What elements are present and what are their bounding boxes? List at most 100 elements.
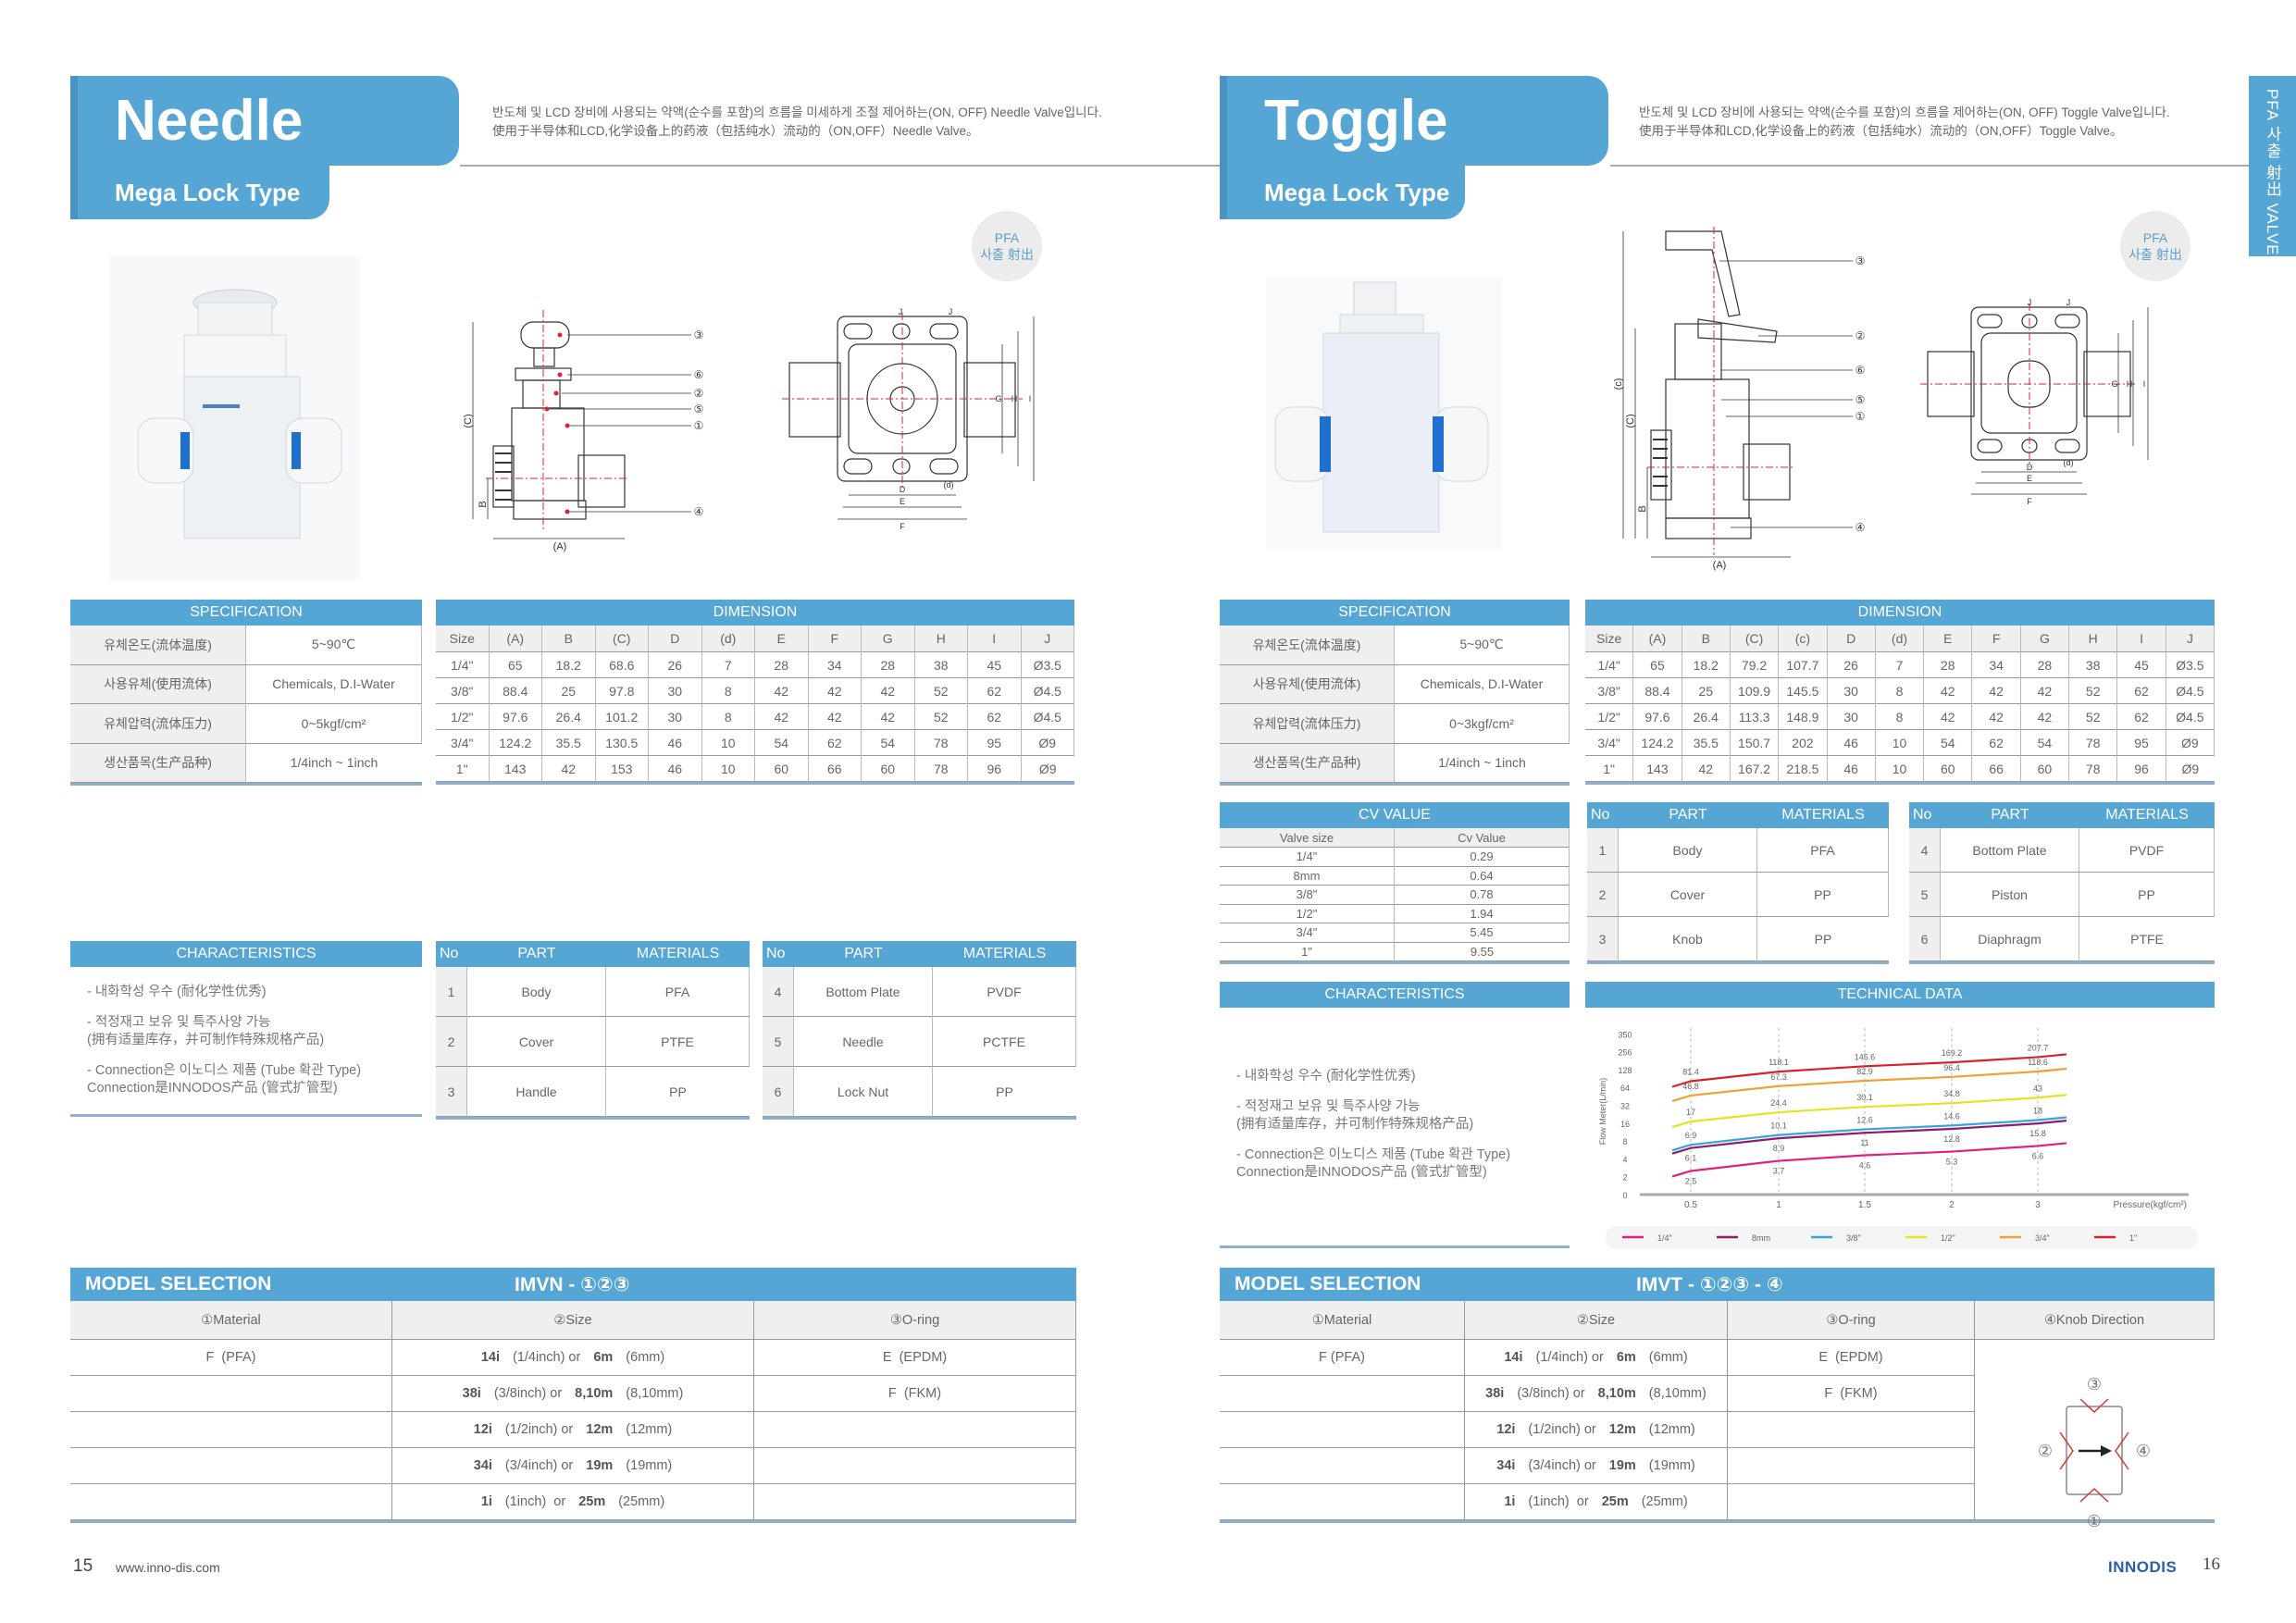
callout-3: ③	[1855, 254, 1866, 267]
dim-G: G	[2111, 379, 2117, 389]
spec-label: 유체압력(流体压力)	[1220, 704, 1395, 744]
dimension-cell: 62	[2117, 678, 2166, 704]
data-label: 207.7	[2028, 1043, 2049, 1052]
legend-label: 3/8"	[1846, 1233, 1861, 1243]
legend-label: 1/4"	[1657, 1233, 1672, 1243]
series-line	[1671, 1142, 2067, 1178]
data-label: 96.4	[1943, 1063, 1960, 1072]
dimension-header: J	[2166, 626, 2215, 652]
part-number: 1	[436, 967, 467, 1017]
size-mm-code: 8,10m	[1597, 1386, 1636, 1401]
dim-B: B	[478, 501, 489, 507]
size-code: 12i	[473, 1422, 492, 1437]
callout-5: ⑤	[1855, 393, 1866, 406]
dimension-cell: 218.5	[1779, 756, 1828, 782]
dimension-cell: 62	[968, 704, 1022, 730]
dimension-cell: 52	[914, 704, 968, 730]
series-line	[1671, 1067, 2067, 1102]
part-number: 1	[1587, 828, 1619, 873]
part-number: 5	[763, 1017, 794, 1067]
part-name: Piston	[1941, 873, 2079, 917]
badge-line1: PFA	[994, 230, 1020, 245]
dimension-header: E	[755, 626, 809, 652]
dimension-cell: 3/4"	[436, 730, 490, 756]
dimension-header: D	[649, 626, 702, 652]
parts-header: PART	[794, 941, 933, 967]
size-inch: (1inch) or	[1528, 1494, 1589, 1509]
dimension-header: Size	[1585, 626, 1634, 652]
size-code: 14i	[480, 1350, 500, 1365]
data-label: 14.6	[1943, 1111, 1960, 1121]
characteristic-item: - 적정재고 보유 및 특주사양 가능 (拥有适量库存，并可制作特殊规格产品)	[87, 1015, 325, 1047]
dimension-cell: 42	[1924, 704, 1973, 730]
model-column-header: ②Size	[392, 1301, 754, 1340]
dimension-cell: 1/2"	[436, 704, 490, 730]
data-label: 43	[2033, 1084, 2042, 1093]
dimension-cell: Ø9	[2166, 730, 2215, 756]
part-name: Knob	[1619, 917, 1757, 961]
x-tick-label: 3	[2035, 1200, 2041, 1210]
website-link[interactable]: www.inno-dis.com	[116, 1560, 220, 1575]
dimension-cell: 7	[1875, 652, 1925, 678]
dimension-header: H	[2069, 626, 2118, 652]
size-code: 38i	[462, 1386, 481, 1401]
dimension-cell: 62	[968, 678, 1022, 704]
model-material	[1220, 1412, 1465, 1448]
part-number: 4	[763, 967, 794, 1017]
dimension-cell: Ø3.5	[2166, 652, 2215, 678]
dim-J2: J	[2066, 298, 2071, 307]
cv-cell: 1/4"	[1220, 848, 1395, 867]
dimension-cell: 62	[2117, 704, 2166, 730]
cv-cell: 8mm	[1220, 866, 1395, 886]
dimension-cell: 1"	[1585, 756, 1634, 782]
dimension-cell: 30	[649, 678, 702, 704]
dimension-cell: 26	[1827, 652, 1876, 678]
model-oring	[754, 1412, 1076, 1448]
dimension-cell: 8	[1875, 704, 1925, 730]
model-column-header: ③O-ring	[754, 1301, 1076, 1340]
dimension-cell: 46	[1827, 730, 1876, 756]
dimension-cell: Ø4.5	[2166, 704, 2215, 730]
dimension-cell: 60	[755, 756, 809, 782]
data-label: 3.7	[1773, 1167, 1785, 1176]
page-subtitle: Mega Lock Type	[1220, 166, 1465, 219]
dimension-cell: 18.2	[1682, 652, 1731, 678]
dim-c: (c)	[1613, 378, 1624, 390]
series-line	[1671, 1116, 2067, 1152]
part-material: PP	[1757, 917, 1889, 961]
dimension-cell: 42	[2020, 678, 2070, 704]
data-label: 118.6	[2028, 1058, 2048, 1067]
dim-G: G	[995, 394, 1001, 403]
parts-header: PART	[467, 941, 606, 967]
parts-header: PART	[1941, 802, 2079, 828]
size-mm-code: 19m	[586, 1458, 614, 1473]
part-name: Body	[1619, 828, 1757, 873]
dimension-cell: Ø4.5	[1021, 704, 1074, 730]
dimension-cell: 30	[1827, 704, 1876, 730]
cv-cell: 0.78	[1395, 886, 1570, 905]
dimension-cell: 28	[862, 652, 915, 678]
dim-J2: J	[949, 307, 953, 316]
dimension-cell: 66	[1972, 756, 2021, 782]
dimension-cell: 95	[2117, 730, 2166, 756]
dimension-cell: Ø9	[1021, 730, 1074, 756]
dimension-cell: 60	[1924, 756, 1973, 782]
dimension-cell: 62	[808, 730, 862, 756]
side-tab-pfa-valve[interactable]: PFA 사출 射出 VALVE	[2249, 76, 2296, 256]
model-column-header: ④Knob Direction	[1975, 1301, 2215, 1340]
part-number: 3	[1587, 917, 1619, 961]
dim-A: (A)	[553, 541, 567, 552]
parts-header: No	[436, 941, 467, 967]
dimension-cell: 96	[968, 756, 1022, 782]
spec-label: 유체온도(流体温度)	[70, 626, 246, 665]
part-material: PVDF	[2079, 828, 2215, 873]
size-inch: (1/4inch) or	[512, 1350, 581, 1365]
dimension-cell: Ø4.5	[1021, 678, 1074, 704]
dimension-header: I	[2117, 626, 2166, 652]
needle-side-drawing: ③ ⑥ ② ⑤ ① ④ (A) B (C)	[463, 310, 703, 552]
